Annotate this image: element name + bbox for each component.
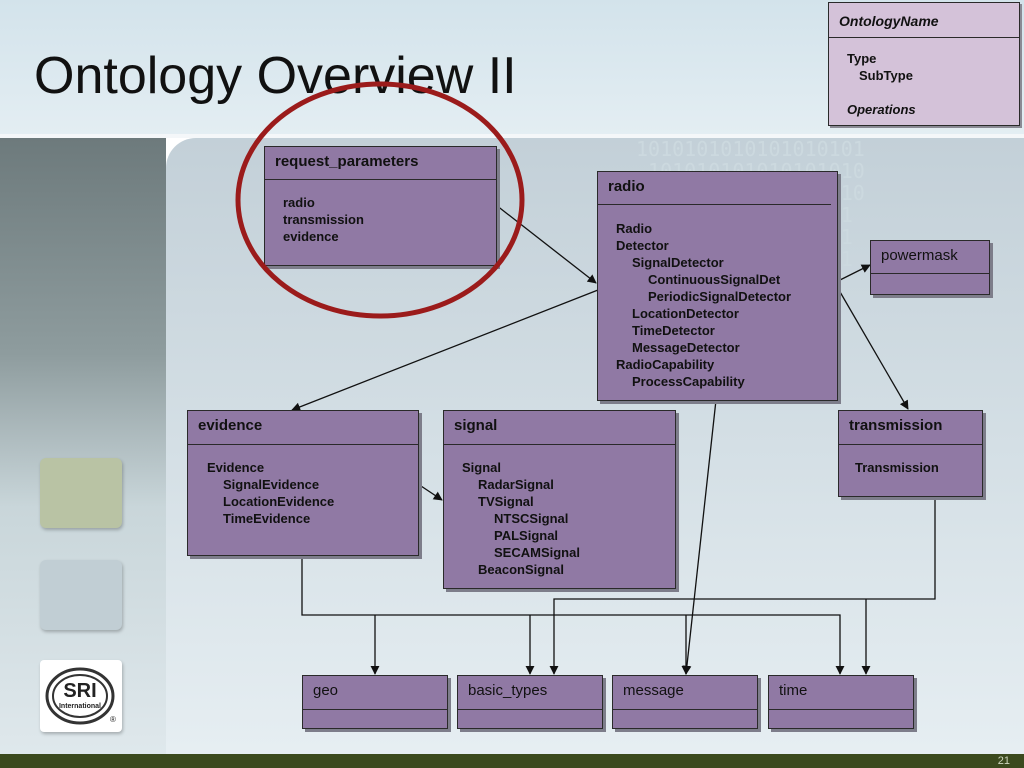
- box-divider: [613, 709, 757, 710]
- box-radio[interactable]: radio Radio Detector SignalDetector Cont…: [597, 171, 838, 401]
- box-request-parameters[interactable]: request_parameters radio transmission ev…: [264, 146, 497, 266]
- subtype-item: BeaconSignal: [478, 562, 564, 577]
- type-item: evidence: [283, 229, 339, 244]
- box-transmission-title: transmission: [849, 417, 943, 434]
- box-divider: [769, 709, 913, 710]
- edge-request-to-radio: [495, 204, 597, 284]
- box-message[interactable]: message: [612, 675, 758, 729]
- edge-radio-to-evidence: [291, 289, 599, 412]
- logo-text-bottom: International: [59, 703, 101, 710]
- subtype-item: NTSCSignal: [494, 511, 569, 526]
- subtype-item: PeriodicSignalDetector: [648, 289, 792, 304]
- subtype-item: SignalDetector: [632, 255, 724, 270]
- subtype-item: LocationEvidence: [223, 494, 335, 509]
- legend-subtype: SubType: [859, 68, 913, 83]
- box-divider: [188, 444, 418, 445]
- type-item: transmission: [283, 212, 364, 227]
- box-powermask-title: powermask: [881, 247, 958, 264]
- box-basic-types[interactable]: basic_types: [457, 675, 603, 729]
- page-number: 21: [997, 755, 1010, 767]
- subtype-item: TVSignal: [478, 494, 534, 509]
- box-signal-title: signal: [454, 417, 498, 434]
- box-divider: [871, 273, 989, 274]
- edge-evidence-to-signal: [417, 483, 443, 501]
- sri-logo: SRI International ®: [40, 660, 122, 732]
- box-request-parameters-title: request_parameters: [275, 153, 419, 170]
- type-item: radio: [283, 195, 315, 210]
- box-signal[interactable]: signal Signal RadarSignal TVSignal NTSCS…: [443, 410, 676, 589]
- box-divider: [444, 444, 675, 445]
- sri-logo-mark: SRI International ®: [45, 667, 116, 725]
- subtype-item: LocationDetector: [632, 306, 739, 321]
- logo-registered-mark: ®: [110, 715, 116, 724]
- edge-evidence-to-time: [301, 556, 845, 675]
- type-item: Evidence: [207, 460, 265, 475]
- edge-radio-to-transmission: [835, 284, 909, 410]
- edge-radio-to-message: [682, 399, 717, 675]
- type-item: Transmission: [855, 460, 939, 475]
- left-decor-panel: [0, 138, 166, 754]
- legend-divider: [829, 37, 1019, 38]
- box-divider: [458, 709, 602, 710]
- legend-type: Type: [847, 51, 877, 66]
- decor-swatch-blue: [40, 560, 122, 630]
- type-item: Detector: [616, 238, 669, 253]
- box-divider: [839, 444, 982, 445]
- subtype-item: RadarSignal: [478, 477, 554, 492]
- box-basic-types-title: basic_types: [468, 682, 548, 699]
- box-evidence[interactable]: evidence Evidence SignalEvidence Locatio…: [187, 410, 419, 556]
- edge-radio-to-powermask: [835, 264, 871, 283]
- legend-box: OntologyName Type SubType Operations: [828, 2, 1020, 126]
- legend-operations: Operations: [847, 102, 916, 117]
- box-time[interactable]: time: [768, 675, 914, 729]
- legend-ontology-name: OntologyName: [839, 13, 939, 29]
- decor-swatch-green: [40, 458, 122, 528]
- type-item: Radio: [616, 221, 653, 236]
- subtype-item: TimeDetector: [632, 323, 715, 338]
- box-geo[interactable]: geo: [302, 675, 448, 729]
- subtype-item: PALSignal: [494, 528, 559, 543]
- subtype-item: ContinuousSignalDet: [648, 272, 781, 287]
- box-geo-title: geo: [313, 682, 339, 699]
- type-item: RadioCapability: [616, 357, 715, 372]
- box-divider: [598, 204, 831, 205]
- type-item: Signal: [462, 460, 502, 475]
- box-radio-title: radio: [608, 178, 645, 195]
- footer-bar: [0, 754, 1024, 768]
- box-evidence-title: evidence: [198, 417, 263, 434]
- box-time-title: time: [779, 682, 808, 699]
- box-message-title: message: [623, 682, 684, 699]
- box-divider: [265, 179, 496, 180]
- logo-text-top: SRI: [63, 680, 96, 702]
- subtype-item: ProcessCapability: [632, 374, 745, 389]
- subtype-item: MessageDetector: [632, 340, 740, 355]
- box-transmission[interactable]: transmission Transmission: [838, 410, 983, 497]
- subtype-item: SignalEvidence: [223, 477, 320, 492]
- subtype-item: SECAMSignal: [494, 545, 580, 560]
- box-divider: [303, 709, 447, 710]
- subtype-item: TimeEvidence: [223, 511, 311, 526]
- box-powermask[interactable]: powermask: [870, 240, 990, 295]
- edge-transmission-to-basic-types: [549, 496, 936, 675]
